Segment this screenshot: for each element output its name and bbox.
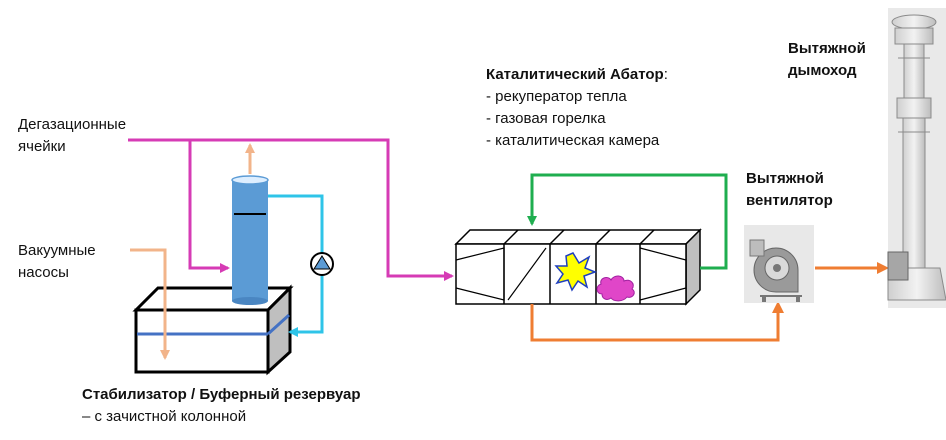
- vacuum-label-line1: Вакуумные: [18, 242, 96, 259]
- vacuum-label-line2: насосы: [18, 264, 69, 281]
- cloud-icon: [596, 275, 635, 302]
- abator-title: Каталитический Абатор: [486, 66, 664, 83]
- fan-label-line1: Вытяжной: [746, 170, 824, 187]
- fan-label-line2: вентилятор: [746, 192, 833, 209]
- abator-title-colon: :: [663, 66, 668, 83]
- degas-label-line1: Дегазационные: [18, 116, 127, 133]
- fan-label: Вытяжной вентилятор: [746, 168, 833, 212]
- vacuum-line: [130, 143, 255, 360]
- degas-line: [128, 138, 454, 281]
- degas-label-line2: ячейки: [18, 138, 66, 155]
- abator-item-burner: - газовая горелка: [486, 110, 606, 127]
- exhaust-stack-icon: [887, 8, 946, 308]
- stabilizer-subtitle: – с зачистной колонной: [82, 408, 247, 425]
- stripping-column: [231, 175, 269, 305]
- stack-label-line1: Вытяжной: [788, 40, 866, 57]
- bypass-line: [530, 262, 889, 342]
- explosion-icon: [554, 252, 598, 292]
- abator-label: Каталитический Абатор: - рекуператор теп…: [486, 64, 668, 152]
- stack-label-line2: дымоход: [788, 62, 857, 79]
- recirc-line: [527, 173, 728, 270]
- abator-item-chamber: - каталитическая камера: [486, 132, 660, 149]
- stabilizer-title: Стабилизатор / Буферный резервуар: [82, 386, 361, 403]
- degas-label: Дегазационные ячейки: [18, 114, 126, 158]
- vacuum-label: Вакуумные насосы: [18, 240, 96, 284]
- pump-icon: [310, 252, 334, 276]
- stabilizer-label: Стабилизатор / Буферный резервуар – с за…: [82, 384, 361, 428]
- centrifugal-fan-icon: [744, 225, 814, 303]
- stack-label: Вытяжной дымоход: [788, 38, 866, 82]
- abator-item-recuperator: - рекуператор тепла: [486, 88, 627, 105]
